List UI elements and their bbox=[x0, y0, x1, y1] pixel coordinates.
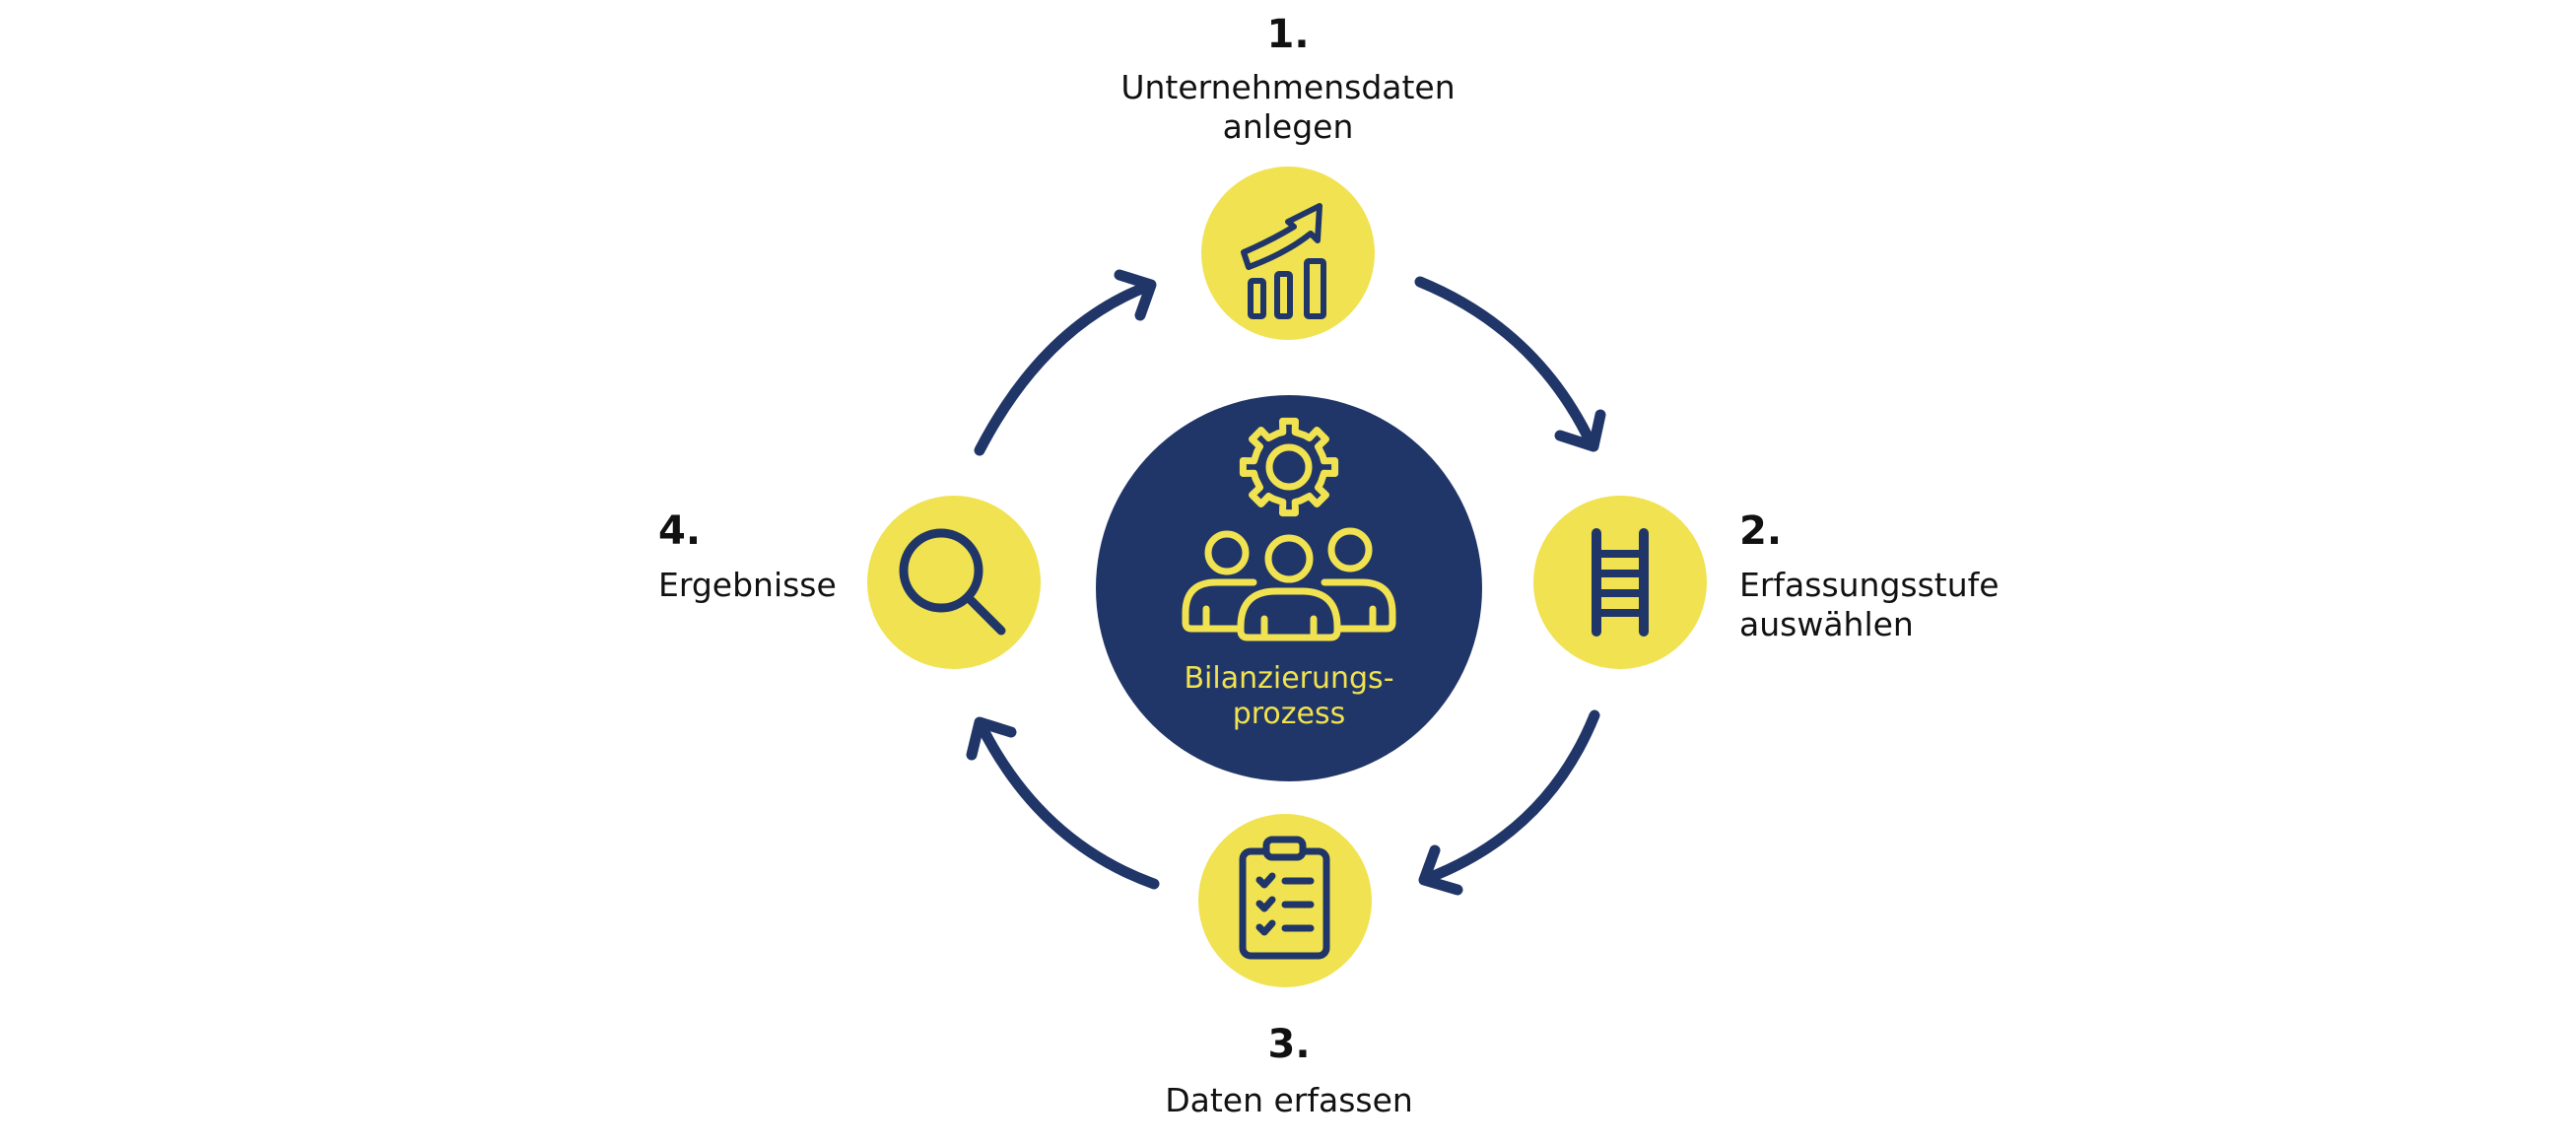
chart-bar-3 bbox=[1304, 258, 1326, 319]
center-node: Bilanzierungs- prozess bbox=[1096, 395, 1482, 781]
step-4-label-line1: Ergebnisse bbox=[658, 566, 837, 604]
arrow-step3-to-step4 bbox=[966, 716, 1160, 890]
person-left-head bbox=[1204, 530, 1250, 575]
step-1-label-line1: Unternehmensdaten bbox=[1120, 68, 1455, 106]
person-left-body bbox=[1182, 578, 1257, 633]
step-3: 3. Daten erfassen bbox=[1165, 814, 1413, 1119]
chart-bar-1 bbox=[1248, 278, 1266, 319]
step-3-number: 3. bbox=[1267, 1022, 1310, 1067]
magnifier-lens bbox=[899, 528, 983, 613]
step-2: 2. Erfassungsstufe auswählen bbox=[1533, 496, 2000, 669]
arrowhead-icon bbox=[1418, 844, 1463, 896]
person-middle-head bbox=[1264, 534, 1314, 583]
step-2-number: 2. bbox=[1739, 508, 1782, 554]
arrow-arc bbox=[1414, 276, 1597, 450]
step-1: 1. Unternehmensdaten anlegen bbox=[1120, 12, 1456, 340]
center-title-line2: prozess bbox=[1233, 697, 1346, 731]
arrowhead-icon bbox=[966, 716, 1017, 761]
step-3-label-line1: Daten erfassen bbox=[1165, 1081, 1413, 1119]
step-1-circle bbox=[1201, 167, 1375, 340]
gear-icon bbox=[1239, 417, 1339, 517]
step-4-circle bbox=[867, 496, 1041, 669]
check-mark bbox=[1255, 872, 1276, 889]
ladder-icon bbox=[1592, 528, 1649, 637]
person-right-head bbox=[1327, 527, 1373, 572]
cycle-arrows bbox=[966, 269, 1606, 896]
step-2-label-line1: Erfassungsstufe bbox=[1739, 566, 2000, 604]
person-middle-body bbox=[1237, 587, 1341, 641]
arrow-step2-to-step3 bbox=[1418, 709, 1600, 896]
check-mark bbox=[1255, 919, 1276, 936]
arrowhead-icon bbox=[1114, 269, 1157, 321]
step-2-label-line2: auswählen bbox=[1739, 605, 1914, 643]
person-right-body bbox=[1321, 578, 1396, 633]
clipboard-clip bbox=[1262, 836, 1307, 861]
arrowhead-icon bbox=[1554, 409, 1606, 452]
magnifier-handle bbox=[965, 594, 1006, 636]
clipboard-checklist-icon bbox=[1239, 836, 1330, 960]
arrow-arc bbox=[975, 718, 1160, 890]
step-4: 4. Ergebnisse bbox=[658, 496, 1041, 669]
growth-chart-icon bbox=[1241, 203, 1326, 319]
team-gear-icon bbox=[1182, 417, 1396, 641]
step-1-number: 1. bbox=[1266, 12, 1309, 57]
arrow-arc bbox=[974, 280, 1155, 456]
gear-hub bbox=[1265, 443, 1313, 491]
step-4-number: 4. bbox=[658, 508, 701, 554]
center-title-line1: Bilanzierungs- bbox=[1184, 661, 1393, 696]
step-2-circle bbox=[1533, 496, 1707, 669]
chart-bar-2 bbox=[1274, 271, 1293, 319]
arrow-step1-to-step2 bbox=[1414, 276, 1606, 452]
check-mark bbox=[1255, 896, 1276, 912]
arrow-step4-to-step1 bbox=[974, 269, 1157, 456]
magnifier-icon bbox=[899, 528, 1006, 636]
trend-arrow bbox=[1241, 203, 1322, 270]
step-1-label-line2: anlegen bbox=[1223, 107, 1354, 146]
arrow-arc bbox=[1420, 709, 1600, 885]
